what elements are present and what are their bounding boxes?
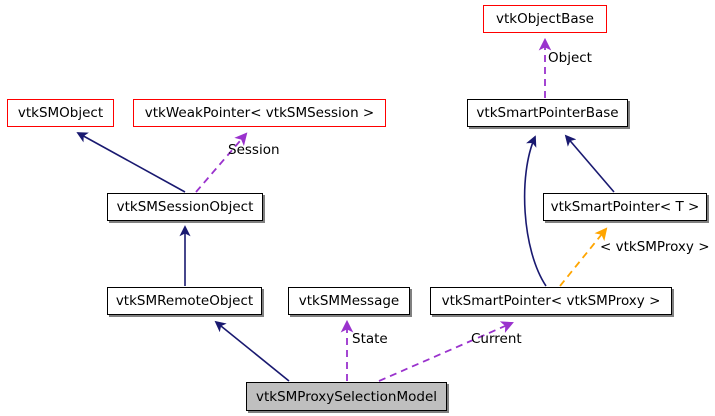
node-vtksmsessionobject[interactable]: vtkSMSessionObject	[107, 193, 263, 221]
node-vtksmmessage[interactable]: vtkSMMessage	[288, 287, 410, 315]
edge-smartpointerproxy-to-smartpointerbase	[523, 135, 547, 287]
node-label: vtkSMProxySelectionModel	[255, 388, 438, 405]
edge-selectionmodel-to-remoteobject	[214, 320, 290, 382]
node-label: vtkSMMessage	[298, 293, 400, 309]
node-label: vtkSmartPointer< T >	[550, 199, 700, 215]
node-label: vtkSMRemoteObject	[115, 293, 254, 309]
node-label: vtkSmartPointer< vtkSMProxy >	[441, 293, 661, 309]
node-vtksmobject[interactable]: vtkSMObject	[7, 99, 114, 127]
edge-sessionobject-to-smobject	[76, 132, 186, 193]
edge-label-current: Current	[471, 331, 522, 347]
edge-selectionmodel-to-smartpointerproxy	[378, 321, 514, 382]
node-vtksmartpointer-vtksmproxy[interactable]: vtkSmartPointer< vtkSMProxy >	[430, 287, 672, 315]
edge-smartpointert-to-smartpointerbase	[564, 134, 615, 193]
node-vtksmartpointer-t[interactable]: vtkSmartPointer< T >	[543, 193, 707, 221]
node-vtksmremoteobject[interactable]: vtkSMRemoteObject	[107, 287, 262, 315]
node-vtksmartpointerbase[interactable]: vtkSmartPointerBase	[467, 99, 628, 127]
edge-sessionobject-to-weakpointer	[195, 132, 248, 193]
edge-label-state: State	[352, 331, 388, 347]
node-label: vtkSmartPointerBase	[476, 105, 619, 121]
node-vtkweakpointer-vtksmsession[interactable]: vtkWeakPointer< vtkSMSession >	[133, 99, 386, 127]
node-vtksmproxyselectionmodel[interactable]: vtkSMProxySelectionModel	[246, 382, 447, 411]
edge-label-session: Session	[228, 142, 280, 158]
node-label: vtkObjectBase	[496, 11, 594, 27]
node-vtkobjectbase[interactable]: vtkObjectBase	[483, 5, 607, 33]
edge-label-object: Object	[548, 50, 592, 66]
edge-smartpointerproxy-to-smartpointert	[559, 227, 608, 287]
node-label: vtkSMObject	[17, 105, 104, 121]
node-label: vtkSMSessionObject	[116, 199, 254, 215]
node-label: vtkWeakPointer< vtkSMSession >	[144, 105, 375, 121]
edge-label-vtksmproxy: < vtkSMProxy >	[600, 239, 710, 255]
